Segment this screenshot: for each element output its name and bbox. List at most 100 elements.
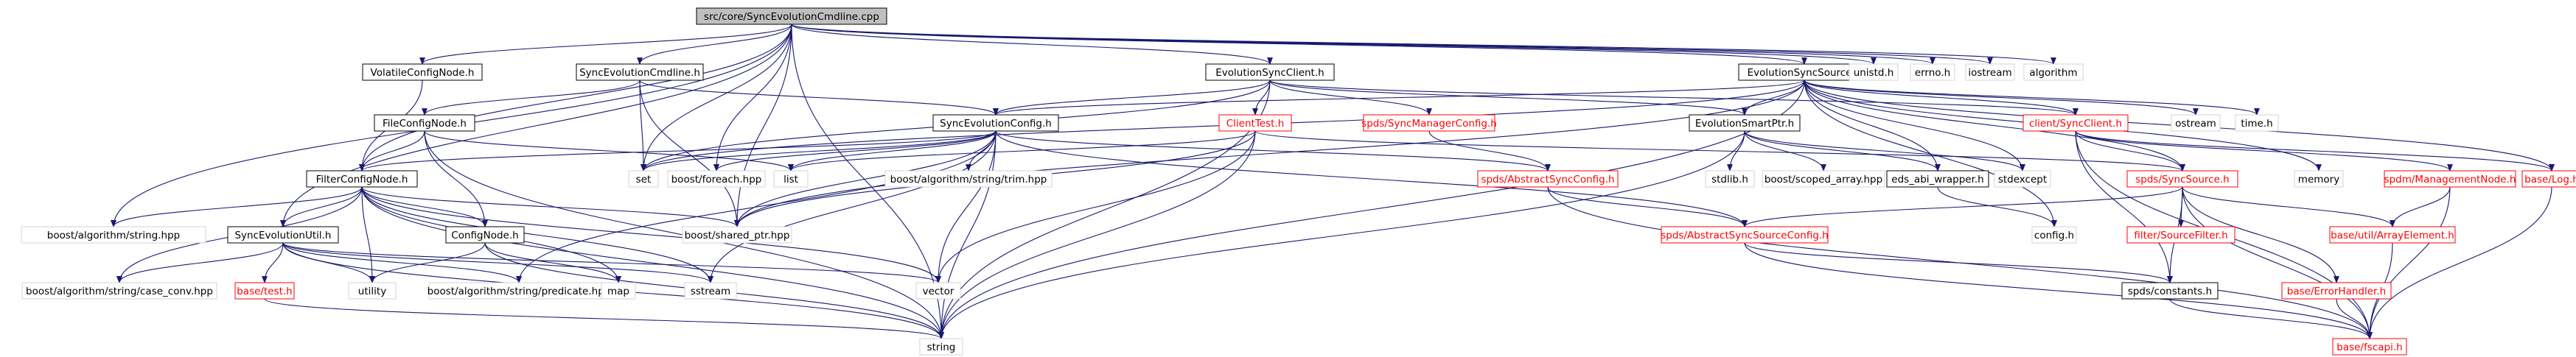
node-client-syncclient-h[interactable]: client/SyncClient.h — [2022, 114, 2129, 132]
edge-src-core-syncevolutioncmdline-cpp-to-boost-shared-ptr-hpp — [734, 24, 792, 227]
node-boost-algorithm-string-hpp: boost/algorithm/string.hpp — [21, 226, 206, 244]
node-evolutionsmartptr-h[interactable]: EvolutionSmartPtr.h — [1689, 114, 1801, 132]
node-stdlib-h: stdlib.h — [1705, 170, 1755, 188]
node-box — [667, 170, 766, 188]
node-label: sstream — [691, 286, 730, 297]
node-fileconfignode-h[interactable]: FileConfigNode.h — [374, 114, 475, 132]
edge-evolutionsmartptr-h-to-eds-abi-wrapper-h — [1744, 130, 1941, 172]
node-config-h: config.h — [2031, 226, 2077, 244]
node-stdexcept: stdexcept — [1994, 170, 2051, 188]
node-label: map — [607, 286, 629, 297]
edge-filterconfignode-h-to-confignode-h — [361, 186, 488, 227]
node-spds-syncmanagerconfig-h[interactable]: spds/SyncManagerConfig.h — [1361, 114, 1497, 132]
node-boost-scoped-array-hpp: boost/scoped_array.hpp — [1762, 170, 1885, 188]
edge-spds-abstractsyncsourceconfig-h-to-base-fscapi-h — [1744, 242, 2373, 339]
node-base-test-h[interactable]: base/test.h — [234, 282, 295, 300]
edge-src-core-syncevolutioncmdline-cpp-to-iostream — [791, 24, 1993, 65]
node-boost-shared-ptr-hpp: boost/shared_ptr.hpp — [682, 226, 792, 244]
node-box — [2329, 226, 2456, 244]
node-errno-h: errno.h — [1910, 63, 1955, 81]
node-box — [1965, 63, 2015, 81]
node-label: ostream — [2175, 118, 2216, 130]
node-label: spds/SyncManagerConfig.h — [1361, 118, 1497, 130]
node-base-log-h[interactable]: base/Log.h — [2521, 170, 2576, 188]
node-spds-constants-h[interactable]: spds/constants.h — [2121, 282, 2219, 300]
node-label: boost/shared_ptr.hpp — [685, 230, 790, 241]
node-box — [2384, 170, 2516, 188]
edge-eds-abi-wrapper-h-to-config-h — [1937, 186, 2057, 227]
node-spds-abstractsyncconfig-h[interactable]: spds/AbstractSyncConfig.h — [1477, 170, 1619, 188]
node-evolutionsyncclient-h[interactable]: EvolutionSyncClient.h — [1205, 63, 1335, 81]
node-src-core-syncevolutioncmdline-cpp[interactable]: src/core/SyncEvolutionCmdline.cpp — [696, 7, 887, 25]
node-syncevolutionutil-h[interactable]: SyncEvolutionUtil.h — [227, 226, 339, 244]
node-box — [2121, 282, 2219, 300]
node-label: base/test.h — [237, 286, 293, 297]
node-label: spds/constants.h — [2128, 286, 2212, 297]
node-box — [21, 226, 206, 244]
node-filter-sourcefilter-h[interactable]: filter/SourceFilter.h — [2126, 226, 2235, 244]
node-iostream: iostream — [1965, 63, 2015, 81]
node-label: list — [783, 174, 798, 185]
edge-filterconfignode-h-to-boost-algorithm-string-hpp — [111, 186, 363, 227]
edge-clienttest-h-to-vector — [935, 130, 1256, 283]
node-clienttest-h[interactable]: ClientTest.h — [1218, 114, 1292, 132]
edge-syncevolutionconfig-h-to-boost-shared-ptr-hpp — [734, 130, 996, 227]
edge-evolutionsmartptr-h-to-stdexcept — [1744, 130, 2025, 172]
edge-src-core-syncevolutioncmdline-cpp-to-evolutionsyncclient-h — [791, 24, 1273, 65]
node-box — [601, 282, 636, 300]
node-label: spds/AbstractSyncConfig.h — [1481, 174, 1614, 185]
node-box — [2332, 338, 2407, 356]
node-box — [306, 170, 418, 188]
node-base-fscapi-h[interactable]: base/fscapi.h — [2332, 338, 2407, 356]
node-ostream: ostream — [2171, 114, 2221, 132]
node-label: set — [636, 174, 652, 185]
node-eds-abi-wrapper-h[interactable]: eds_abi_wrapper.h — [1886, 170, 1989, 188]
edge-client-syncclient-h-to-spds-constants-h — [2075, 130, 2173, 283]
node-box — [773, 170, 809, 188]
node-label: base/Log.h — [2524, 174, 2576, 185]
edge-evolutionsyncclient-h-to-evolutionsmartptr-h — [1269, 79, 1748, 116]
edge-clienttest-h-to-list — [788, 130, 1256, 172]
node-spds-syncsource-h[interactable]: spds/SyncSource.h — [2126, 170, 2238, 188]
node-spdm-managementnode-h[interactable]: spdm/ManagementNode.h — [2384, 170, 2516, 188]
edge-syncevolutioncmdline-h-to-syncevolutionconfig-h — [639, 79, 999, 116]
node-label: SyncEvolutionConfig.h — [940, 118, 1052, 130]
node-box — [1705, 170, 1755, 188]
node-filterconfignode-h[interactable]: FilterConfigNode.h — [306, 170, 418, 188]
edge-syncevolutionconfig-h-to-boost-algorithm-string-predicate-hpp — [516, 130, 996, 283]
node-box — [2235, 114, 2279, 132]
node-base-util-arrayelement-h[interactable]: base/util/ArrayElement.h — [2329, 226, 2456, 244]
node-memory: memory — [2294, 170, 2344, 188]
node-syncevolutionconfig-h[interactable]: SyncEvolutionConfig.h — [932, 114, 1059, 132]
node-box — [1910, 63, 1955, 81]
node-box — [1205, 63, 1335, 81]
node-label: utility — [358, 286, 386, 297]
node-box — [915, 282, 961, 300]
node-box — [684, 282, 737, 300]
node-base-errorhandler-h[interactable]: base/ErrorHandler.h — [2281, 282, 2392, 300]
node-boost-foreach-hpp: boost/foreach.hpp — [667, 170, 766, 188]
edge-fileconfignode-h-to-filterconfignode-h — [359, 130, 425, 172]
edge-base-log-h-to-base-fscapi-h — [2367, 186, 2552, 339]
edge-syncevolutionutil-h-to-boost-algorithm-string-case-conv-hpp — [116, 242, 284, 283]
edge-syncevolutionconfig-h-to-list — [788, 130, 996, 172]
edge-syncevolutionconfig-h-to-vector — [935, 130, 996, 283]
node-label: stdexcept — [1998, 174, 2047, 185]
edge-syncevolutionconfig-h-to-boost-foreach-hpp — [713, 130, 996, 172]
node-volatileconfignode-h[interactable]: VolatileConfigNode.h — [362, 63, 483, 81]
node-syncevolutioncmdline-h[interactable]: SyncEvolutionCmdline.h — [576, 63, 704, 81]
edge-syncevolutioncmdline-h-to-boost-shared-ptr-hpp — [639, 79, 740, 227]
edge-base-test-h-to-string — [264, 298, 944, 339]
node-vector: vector — [915, 282, 961, 300]
edge-syncevolutionconfig-h-to-sstream — [708, 130, 996, 283]
edge-src-core-syncevolutioncmdline-cpp-to-volatileconfignode-h — [419, 24, 792, 65]
node-label: algorithm — [2029, 67, 2077, 79]
node-spds-abstractsyncsourceconfig-h[interactable]: spds/AbstractSyncSourceConfig.h — [1661, 226, 1829, 244]
node-confignode-h[interactable]: ConfigNode.h — [445, 226, 525, 244]
node-set: set — [628, 170, 659, 188]
node-evolutionsyncsource-h[interactable]: EvolutionSyncSource.h — [1738, 63, 1871, 81]
node-utility: utility — [348, 282, 397, 300]
node-box — [2281, 282, 2392, 300]
edge-spds-abstractsyncsourceconfig-h-to-spds-constants-h — [1744, 242, 2173, 283]
node-label: spds/SyncSource.h — [2135, 174, 2230, 185]
